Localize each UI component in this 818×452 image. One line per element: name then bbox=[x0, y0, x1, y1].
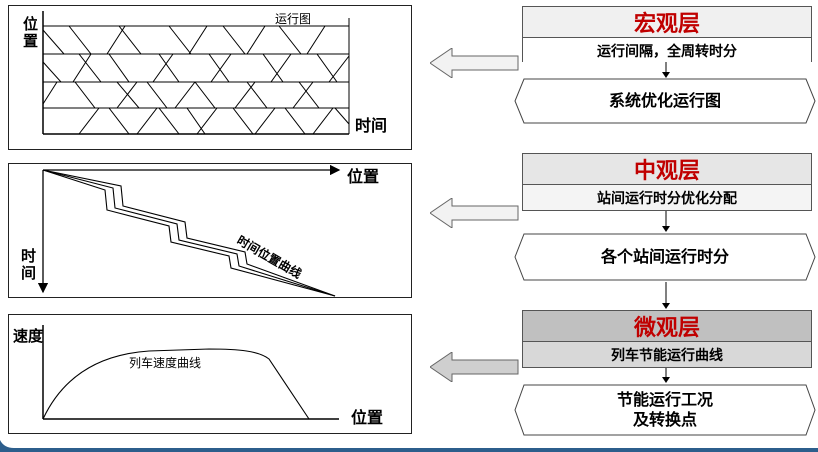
speed-y-label: 速度 bbox=[13, 327, 44, 345]
micro-output-line2: 及转换点 bbox=[632, 410, 697, 429]
timetable-y-label: 位置 bbox=[21, 16, 39, 50]
arrow-micro-to-speed bbox=[430, 352, 519, 382]
arrow-macro-to-timetable bbox=[430, 48, 519, 78]
macro-output-text: 系统优化运行图 bbox=[608, 91, 721, 110]
micro-output-text: 节能运行工况 及转换点 bbox=[514, 384, 816, 436]
speed-curve-label: 列车速度曲线 bbox=[129, 356, 202, 370]
down-arrow-3 bbox=[662, 282, 670, 309]
micro-level-title: 微观层 bbox=[523, 311, 811, 342]
timetable-chart bbox=[42, 11, 350, 135]
macro-level-subtitle: 运行间隔，全周转时分 bbox=[523, 38, 811, 63]
speed-chart bbox=[42, 325, 339, 420]
speed-panel: 速度 列车速度曲线 位置 bbox=[8, 314, 412, 434]
timetable-x-label: 时间 bbox=[355, 116, 388, 135]
meso-level-title: 中观层 bbox=[523, 154, 811, 185]
macro-level-title: 宏观层 bbox=[523, 7, 811, 38]
down-arrow-1 bbox=[662, 62, 670, 78]
position-time-panel: 位置 时间 时间位置曲线 bbox=[8, 163, 412, 298]
timetable-panel: 位置 运行图 时间 bbox=[8, 5, 412, 150]
micro-level-subtitle: 列车节能运行曲线 bbox=[523, 342, 811, 367]
meso-output-text: 各个站间运行时分 bbox=[600, 247, 729, 266]
micro-output-line1: 节能运行工况 bbox=[616, 390, 713, 409]
timetable-title: 运行图 bbox=[275, 12, 312, 26]
position-time-x-label: 位置 bbox=[347, 167, 380, 186]
meso-level-box: 中观层 站间运行时分优化分配 bbox=[522, 153, 812, 211]
slide-bottom-frame bbox=[0, 440, 818, 452]
down-arrow-4 bbox=[662, 368, 670, 383]
speed-x-label: 位置 bbox=[351, 408, 384, 427]
meso-output-box: 各个站间运行时分 bbox=[514, 233, 816, 281]
micro-level-box: 微观层 列车节能运行曲线 bbox=[522, 310, 812, 368]
position-time-y-label: 时间 bbox=[19, 248, 37, 282]
down-arrow-2 bbox=[662, 211, 670, 232]
macro-level-box: 宏观层 运行间隔，全周转时分 bbox=[522, 6, 812, 63]
position-time-chart bbox=[37, 164, 341, 297]
macro-output-box: 系统优化运行图 bbox=[514, 78, 816, 124]
meso-level-subtitle: 站间运行时分优化分配 bbox=[523, 185, 811, 210]
micro-output-box: 节能运行工况 及转换点 bbox=[514, 384, 816, 436]
arrow-meso-to-curve bbox=[430, 198, 519, 228]
